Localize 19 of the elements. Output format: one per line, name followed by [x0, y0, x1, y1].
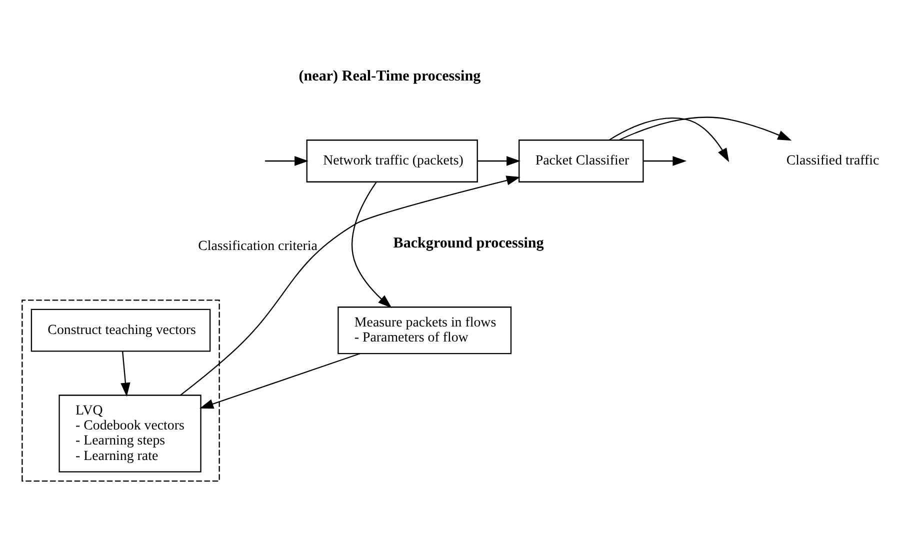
node-box: Network traffic (packets): [306, 139, 478, 182]
cluster: [22, 299, 220, 482]
arrow: [477, 156, 520, 166]
label: Background processing: [393, 234, 544, 251]
arrow: [608, 116, 730, 162]
arrow: [352, 181, 392, 308]
edge-label: Classification criteria: [198, 238, 318, 254]
arrow: [200, 352, 360, 408]
arrow: [265, 156, 308, 166]
arrow: [180, 175, 520, 396]
node-box: Packet Classifier: [518, 139, 644, 182]
node-box: LVQ - Codebook vectors - Learning steps - Learning rate: [58, 394, 202, 472]
node-box: Measure packets in flows - Parameters of flow: [338, 306, 512, 354]
arrow: [644, 156, 687, 166]
arrow: [120, 350, 130, 396]
node-box: Construct teaching vectors: [30, 308, 211, 352]
label: (near) Real-Time processing: [298, 68, 481, 84]
node-text: Classified traffic: [786, 153, 880, 168]
arrow: [618, 116, 792, 140]
